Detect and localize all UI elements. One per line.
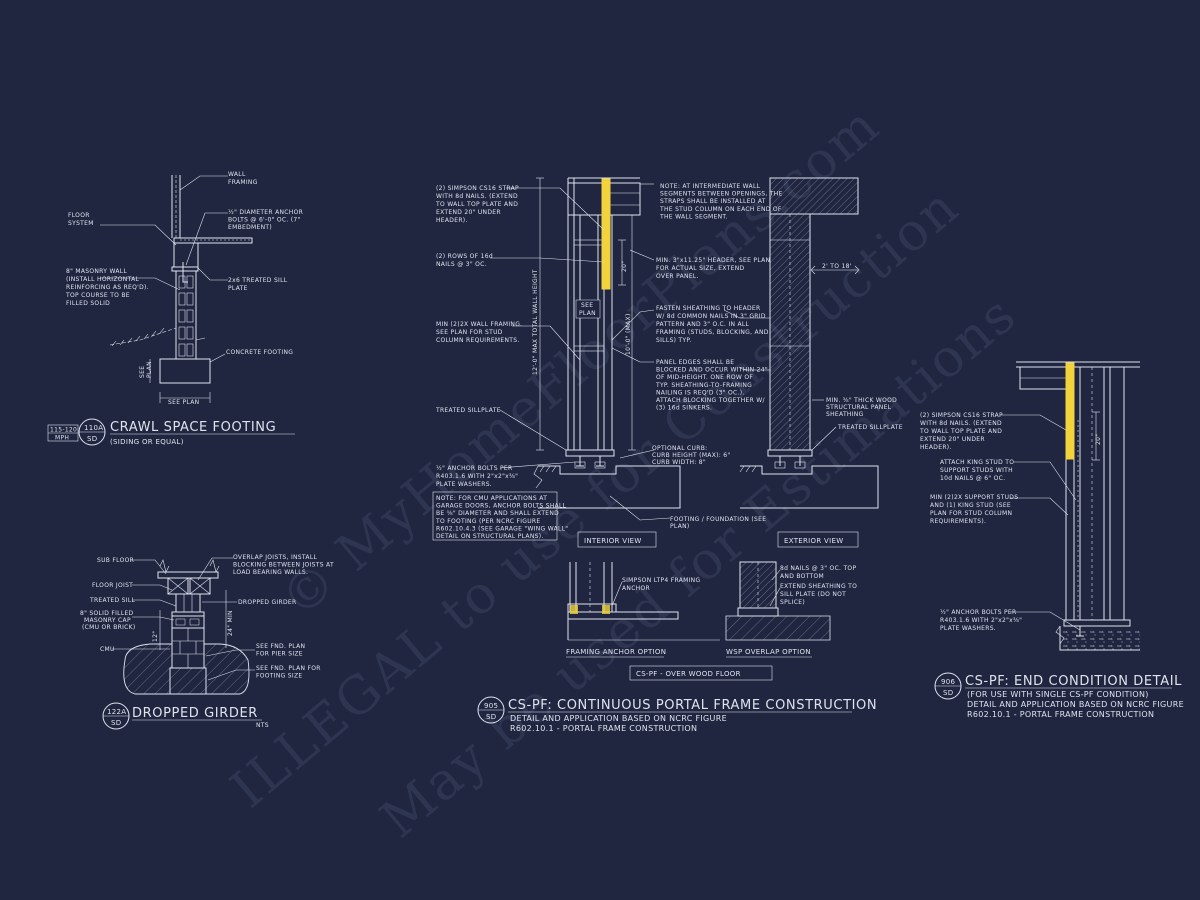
- exterior-view-drawing: 2' TO 18': [739, 177, 879, 509]
- dim-two-to-18: 2' TO 18': [822, 263, 852, 270]
- floor-system-shape: [173, 237, 253, 244]
- exterior-view-box: [777, 531, 859, 548]
- end-condition-desc1: (FOR USE WITH SINGLE CS-PF CONDITION): [967, 690, 1149, 699]
- interior-view-label: INTERIOR VIEW: [584, 537, 642, 545]
- crawl-space-title: CRAWL SPACE FOOTING: [110, 420, 276, 435]
- label-concrete-footing: CONCRETE FOOTING: [226, 349, 293, 356]
- interior-view-box: [577, 531, 657, 548]
- end-condition-desc3: R602.10.1 - PORTAL FRAME CONSTRUCTION: [967, 710, 1154, 719]
- dim-wall-height: 12'-0" MAX TOTAL WALL HEIGHT: [532, 269, 539, 375]
- dim-12: 12": [152, 631, 159, 642]
- label-optional-curb: OPTIONAL CURB:CURB HEIGHT (MAX): 6"CURB …: [652, 445, 730, 466]
- label-sub-floor: SUB FLOOR: [97, 557, 134, 564]
- dim-twenty: 20": [621, 261, 628, 272]
- portal-frame-desc1: DETAIL AND APPLICATION BASED ON NCRC FIG…: [510, 714, 727, 723]
- label-see-plan-vertical: SEEPLAN: [139, 361, 153, 378]
- end-cs16-strap: [1065, 362, 1075, 460]
- interior-footing: [538, 465, 681, 509]
- label-treated-sillplate: TREATED SILLPLATE: [435, 407, 501, 414]
- concrete-footing: [159, 358, 211, 384]
- tag-number-122a: 122A: [107, 708, 126, 716]
- over-wood-floor-box: [629, 665, 773, 681]
- label-see-plan: SEE PLAN: [168, 399, 199, 406]
- exterior-view-label: EXTERIOR VIEW: [784, 537, 843, 545]
- interior-view-drawing: 12'-0" MAX TOTAL WALL HEIGHT 10'-0" (MAX…: [532, 177, 681, 509]
- girder-footing: [123, 643, 250, 695]
- dropped-girder-scale: NTS: [256, 722, 269, 729]
- portal-frame-desc2: R602.10.1 - PORTAL FRAME CONSTRUCTION: [510, 724, 697, 733]
- tag-sheet-906: SD: [943, 689, 953, 697]
- end-condition-desc2: DETAIL AND APPLICATION BASED ON NCRC FIG…: [967, 700, 1184, 709]
- dropped-girder-title: DROPPED GIRDER: [132, 706, 258, 721]
- wind-speed-top: 115-120: [50, 427, 77, 434]
- cs16-strap: [601, 178, 611, 290]
- wsp-overlap-option-label: WSP OVERLAP OPTION: [726, 648, 811, 656]
- tag-sheet-110a: SD: [87, 435, 97, 443]
- end-dim-twenty: 20": [1095, 434, 1102, 445]
- dim-24-min: 24" MIN: [227, 610, 234, 636]
- tag-number-110a: 110A: [84, 424, 103, 432]
- over-wood-floor-label: CS-PF - OVER WOOD FLOOR: [636, 670, 741, 678]
- crawl-space-subtitle: (SIDING OR EQUAL): [110, 438, 184, 446]
- dim-ten-ft: 10'-0" (MAX): [625, 313, 632, 355]
- label-min-2x-framing: MIN (2)2X WALL FRAMING.SEE PLAN FOR STUD…: [436, 321, 522, 344]
- framing-anchor-option-drawing: [567, 562, 720, 641]
- label-treated-sill: TREATED SILL: [89, 597, 135, 604]
- portal-frame-title: CS-PF: CONTINUOUS PORTAL FRAME CONSTRUCT…: [508, 698, 877, 713]
- tag-number-906: 906: [941, 678, 956, 686]
- label-exterior-sillplate: TREATED SILLPLATE: [837, 424, 903, 431]
- label-dropped-girder: DROPPED GIRDER: [238, 599, 296, 606]
- tag-sheet-905: SD: [486, 713, 496, 721]
- dropped-girder-detail: 12" 24" MIN SUB FLOOR FLOOR JOIST TREATE…: [80, 554, 334, 730]
- tag-sheet-122a: SD: [111, 719, 121, 727]
- exterior-header-sheathing: [769, 177, 859, 215]
- portal-frame-detail: 12'-0" MAX TOTAL WALL HEIGHT 10'-0" (MAX…: [432, 177, 903, 733]
- wind-speed-bottom: MPH: [55, 435, 69, 442]
- framing-anchor-option-label: FRAMING ANCHOR OPTION: [566, 648, 666, 656]
- label-cmu: CMU: [100, 646, 115, 653]
- watermark: © MyHomeFloorPlans.com ILLEGAL to use fo…: [220, 95, 1028, 850]
- label-floor-joist: FLOOR JOIST: [92, 582, 133, 589]
- girder-beam: [175, 593, 201, 613]
- exterior-wall-sheathing: [769, 213, 811, 451]
- end-condition-title: CS-PF: END CONDITION DETAIL: [965, 674, 1182, 689]
- tag-number-905: 905: [484, 702, 498, 710]
- cmu-note-box: [432, 491, 558, 541]
- wsp-overlap-option-drawing: [725, 561, 831, 641]
